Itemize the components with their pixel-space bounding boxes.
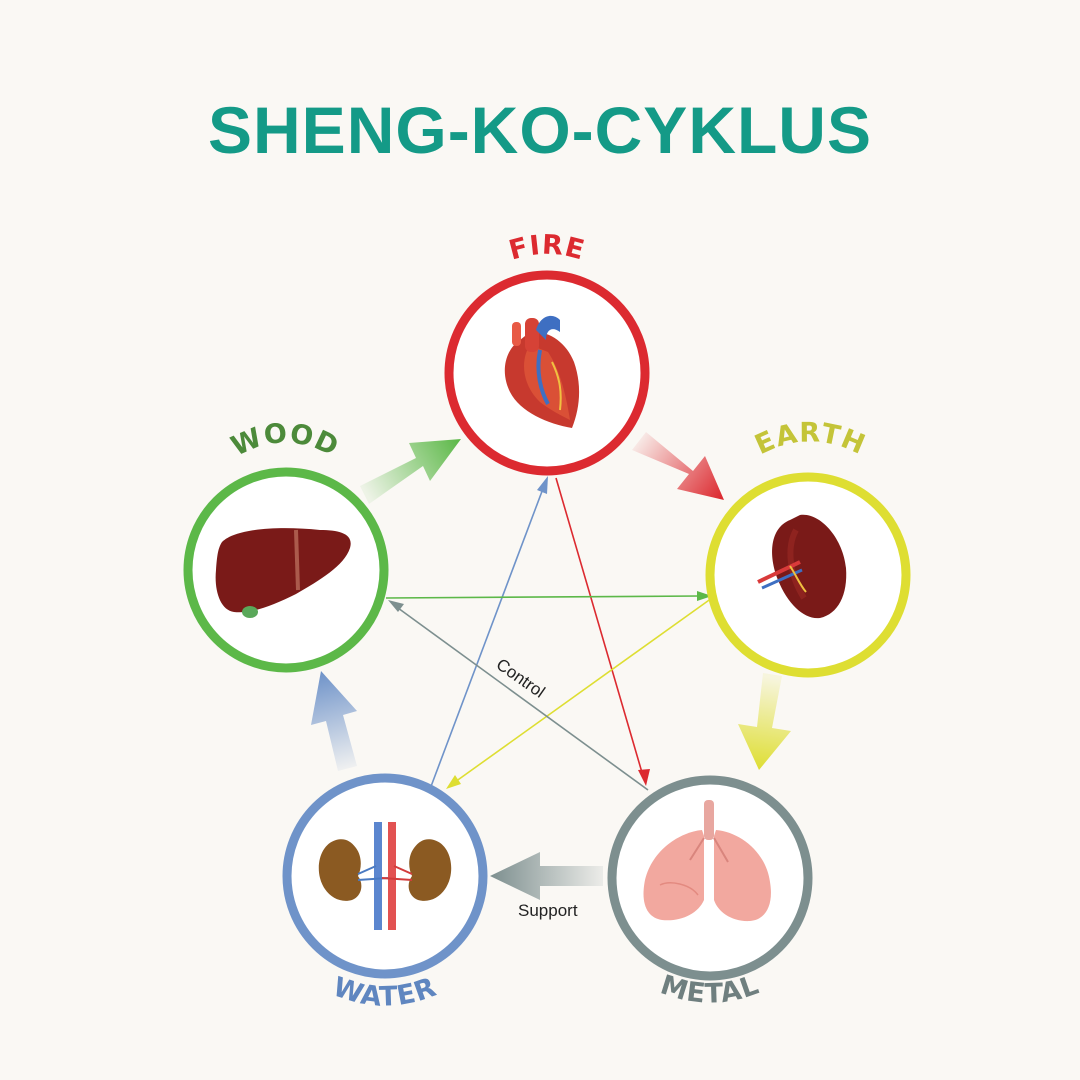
sheng-arrows: [311, 432, 791, 900]
lungs-icon: [643, 800, 771, 922]
element-water: [282, 773, 488, 979]
water-ring: [282, 773, 488, 979]
control-arrowhead-wood: [388, 600, 404, 612]
fire-label: FIRE: [506, 230, 589, 267]
arrow-wood-to-fire: [360, 439, 461, 504]
control-arrowhead-fire: [537, 476, 548, 494]
arrow-metal-to-water: [490, 852, 603, 900]
control-arrowhead-earth: [697, 591, 712, 601]
control-line-fire-to-metal: [555, 477, 644, 777]
wood-label: WOOD: [227, 418, 344, 463]
control-arrowhead-metal: [638, 769, 650, 786]
arrow-fire-to-earth: [632, 432, 724, 500]
control-line-wood-to-earth: [385, 595, 701, 599]
control-label: Control: [493, 655, 549, 702]
arrow-earth-to-metal: [738, 673, 791, 770]
spleen-icon: [757, 514, 847, 619]
control-arrowhead-water: [446, 775, 461, 789]
arrow-water-to-wood: [311, 671, 357, 771]
liver-icon: [215, 528, 351, 618]
metal-ring: [607, 775, 813, 981]
control-line-water-to-fire: [423, 485, 545, 806]
support-label: Support: [518, 901, 578, 920]
control-line-earth-to-water: [454, 597, 713, 783]
element-metal: [607, 775, 813, 981]
heart-icon: [504, 315, 580, 428]
control-line-metal-to-wood: [397, 607, 649, 791]
earth-label: EARTH: [750, 417, 870, 461]
ko-lines: [385, 476, 713, 806]
kidneys-icon: [318, 822, 452, 930]
page-title: SHENG-KO-CYKLUS: [207, 93, 872, 167]
